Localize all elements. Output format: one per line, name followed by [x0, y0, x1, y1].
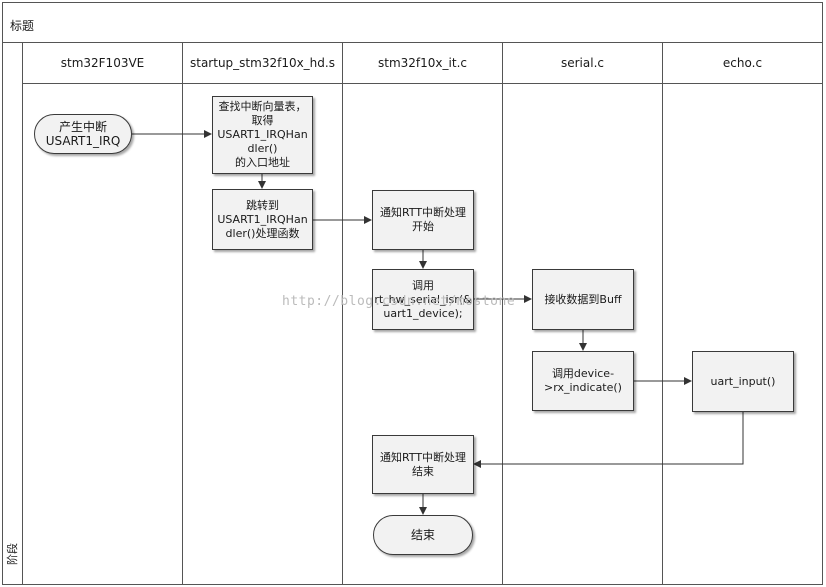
node-call-rx-indicate: 调用device- >rx_indicate(): [532, 351, 634, 411]
watermark-text: http://blog.csdn.net/mostone: [282, 294, 516, 309]
arrow-uart-input-to-notify-end: [473, 412, 744, 468]
lane-divider: [342, 43, 343, 584]
diagram-title: 标题: [10, 19, 35, 33]
lane-header-serial: serial.c: [503, 43, 662, 84]
lane-header-it: stm32f10x_it.c: [343, 43, 502, 84]
node-uart-input: uart_input(): [692, 351, 794, 412]
lane-header-stm32f103ve: stm32F103VE: [23, 43, 182, 84]
lane-divider: [502, 43, 503, 584]
node-receive-buffer: 接收数据到Buff: [532, 269, 634, 330]
lane-header-startup: startup_stm32f10x_hd.s: [183, 43, 342, 84]
stage-column: [3, 43, 23, 584]
node-interrupt-start: 产生中断 USART1_IRQ: [34, 114, 132, 154]
node-notify-rtt-start: 通知RTT中断处理 开始: [372, 190, 474, 250]
node-notify-rtt-end: 通知RTT中断处理 结束: [372, 435, 474, 494]
node-jump-handler: 跳转到 USART1_IRQHan dler()处理函数: [212, 189, 313, 250]
node-end: 结束: [373, 515, 473, 555]
lane-header-echo: echo.c: [663, 43, 822, 84]
diagram-title-bar: 标题: [3, 3, 822, 43]
node-lookup-vector: 查找中断向量表， 取得 USART1_IRQHan dler() 的入口地址: [212, 96, 313, 174]
node-call-serial-isr: 调用 rt_hw_serial_isr(& uart1_device);: [372, 269, 474, 330]
lane-divider: [182, 43, 183, 584]
lane-divider: [662, 43, 663, 584]
